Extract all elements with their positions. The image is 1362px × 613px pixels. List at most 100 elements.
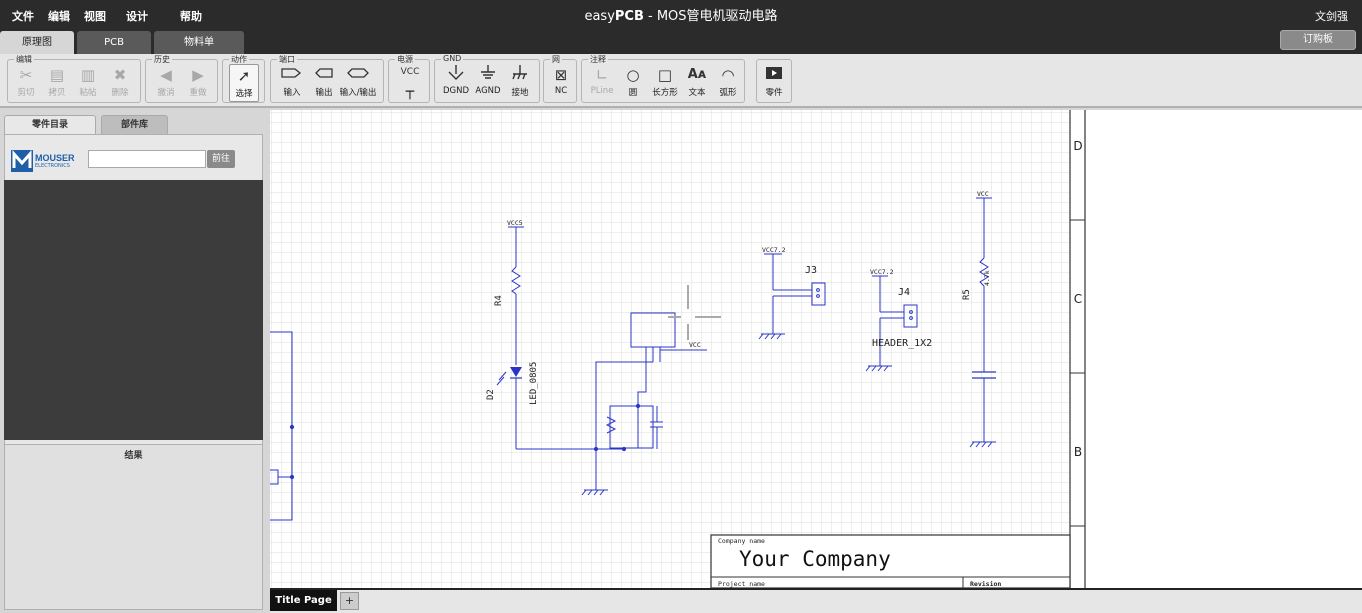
agnd-button[interactable]: AGND [473,64,503,102]
input-port-button[interactable]: 输入 [277,64,307,102]
partial-component-left[interactable] [270,331,295,521]
input-port-icon [277,64,307,86]
schematic-canvas[interactable]: D C B VCC5 R4 D2 [270,110,1362,588]
page-tab-bar: Title Page + [270,588,1362,613]
vcc-button[interactable]: VCC┬ [395,64,425,102]
delete-button[interactable]: ✖删除 [105,64,135,102]
vcc-icon-text: VCC [400,67,420,77]
group-parts: 零件 [756,59,792,103]
paste-icon: ▥ [80,66,96,84]
r5-branch[interactable]: VCC R5 4.7k [962,190,996,448]
tab-parts-catalog[interactable]: 零件目录 [4,115,96,134]
results-title: 结果 [124,451,143,461]
menu-design[interactable]: 设计 [126,10,148,23]
zone-label-b: B [1074,445,1082,459]
group-power: 电源 VCC┬ [388,54,430,103]
gnd-symbol-r5 [969,441,996,448]
outside-area [1085,110,1362,588]
group-annotation: 注释 ∟PLine ○圆 □长方形 Aᴀ 文本 ◠弧形 [581,54,745,103]
r4-resistor[interactable] [511,266,521,295]
circle-button[interactable]: ○圆 [618,64,648,102]
tab-bom[interactable]: 物料单 [154,31,244,54]
menu-file[interactable]: 文件 [12,10,34,23]
ground-label: 接地 [511,88,529,98]
parts-search-input[interactable] [88,150,206,168]
pline-button[interactable]: ∟PLine [587,64,617,102]
copy-button[interactable]: ▤ 拷贝 [42,64,72,102]
agnd-label: AGND [475,86,501,96]
d2-light-arrows [496,371,507,386]
tab-component-library[interactable]: 部件库 [101,115,168,134]
redo-button[interactable]: ▶重做 [183,64,213,102]
no-connect-button[interactable]: ⊠NC [546,64,576,102]
circle-label: 圆 [628,88,638,98]
paste-button[interactable]: ▥ 粘帖 [73,64,103,102]
led-package-label: LED_0805 [529,362,539,405]
dgnd-button[interactable]: DGND [441,64,471,102]
inout-label: 输入/输出 [339,88,377,98]
copy-label: 拷贝 [48,88,66,98]
r5-value-label: 4.7k [983,270,991,286]
cut-button[interactable]: ✂剪切 [11,64,41,102]
arc-button[interactable]: ◠弧形 [713,64,743,102]
group-edit: 编辑 ✂剪切 ▤拷贝 ▥粘帖 ✖删除 [7,54,141,103]
paste-label: 粘帖 [79,88,97,98]
inout-port-button[interactable]: 输入/输出 [340,64,376,102]
tab-pcb[interactable]: PCB [77,31,151,54]
group-annotation-label: 注释 [588,54,608,65]
r5-resistor[interactable] [979,257,989,287]
net-vcc5: VCC5 [507,219,523,227]
main-tabs: 原理图 PCB 物料单 [0,31,247,54]
j4-connector[interactable]: VCC7.2 J4 HEADER_1X2 [865,268,932,372]
text-icon: Aᴀ [687,67,707,82]
mouser-logo: MOUSER ELECTRONICS [11,150,81,174]
rectangle-icon: □ [657,66,673,84]
undo-button[interactable]: ◀撤消 [151,64,181,102]
project-name-caption: Project name [718,580,765,588]
arc-icon: ◠ [721,66,735,84]
j3-label: J3 [805,265,817,276]
parts-button[interactable]: 零件 [759,64,789,102]
gnd-symbol-regulator [581,488,608,496]
output-port-button[interactable]: 输出 [309,64,339,102]
gnd-symbol-j4 [865,365,892,372]
group-port: 端口 输入 输出 输入/输出 [270,54,384,103]
user-name[interactable]: 文剑强 [1315,10,1348,23]
menu-view[interactable]: 视图 [84,10,106,23]
menu-help[interactable]: 帮助 [180,10,202,23]
regulator-section[interactable] [593,312,707,488]
tab-schematic[interactable]: 原理图 [0,31,74,54]
title-rest: - MOS管电机驱动电路 [643,9,778,24]
dgnd-label: DGND [442,86,470,96]
select-button[interactable]: ➚选择 [229,64,259,102]
add-page-button[interactable]: + [340,592,359,610]
order-board-button[interactable]: 订购板 [1280,30,1356,50]
undo-label: 撤消 [157,88,175,98]
ground-button[interactable]: 接地 [505,64,535,102]
page-tab-title[interactable]: Title Page [270,590,337,611]
mouser-sub: ELECTRONICS [35,163,70,169]
j3-connector[interactable]: VCC7.2 J3 [758,246,826,340]
group-power-label: 电源 [395,54,415,65]
company-name[interactable]: Your Company [739,547,891,571]
j4-part-label: HEADER_1X2 [872,338,932,349]
agnd-icon [473,64,503,86]
copy-icon: ▤ [49,66,65,84]
text-button[interactable]: Aᴀ 文本 [682,64,712,102]
text-label: 文本 [688,88,706,98]
rectangle-button[interactable]: □长方形 [650,64,680,102]
gnd-symbol-j3 [758,333,785,340]
menu-bar: 文件 编辑 视图 设计 帮助 [12,8,202,24]
group-gnd: GND DGND AGND 接地 [434,54,540,103]
d2-led-triangle[interactable] [510,367,522,377]
menu-edit[interactable]: 编辑 [48,10,70,23]
polyline-icon: ∟ [595,66,609,84]
group-net: 网 ⊠NC [543,54,577,103]
go-button[interactable]: 前往 [207,150,235,168]
output-port-icon [309,64,339,86]
vcc-power-icon: VCC [395,64,425,86]
schematic-drawing[interactable]: D C B VCC5 R4 D2 [270,110,1362,588]
r5-label: R5 [962,289,972,300]
title-block[interactable]: Company name Your Company Project name R… [710,534,1071,588]
